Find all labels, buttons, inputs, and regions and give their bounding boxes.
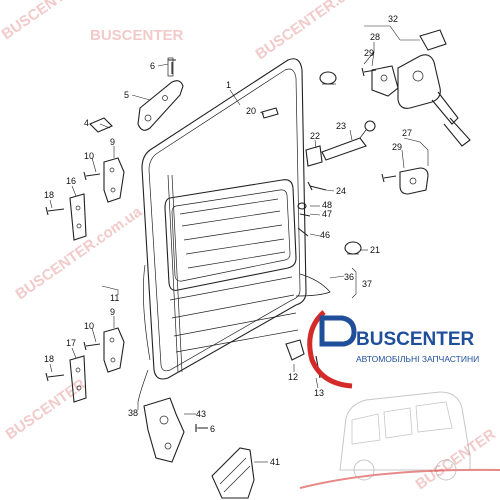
callout-38: 38 — [128, 408, 138, 418]
callout-29: 29 — [392, 142, 402, 152]
part-29-bolt — [361, 67, 377, 77]
watermark-text: BUSCENTER — [90, 27, 184, 44]
parts-46-47-48 — [297, 202, 311, 237]
part-22-23-roller-arm — [305, 120, 376, 167]
door-frame — [141, 58, 307, 380]
callout-18: 18 — [44, 190, 54, 200]
bolt-set — [45, 59, 208, 432]
callout-48: 48 — [322, 200, 332, 210]
callout-11: 11 — [110, 293, 119, 303]
callout-27: 27 — [402, 128, 412, 138]
brand-logo: BUSCENTER АВТОМОБІЛЬНІ ЗАПЧАСТИНИ — [307, 310, 479, 389]
callout-36: 36 — [344, 272, 354, 282]
callout-4: 4 — [84, 118, 89, 128]
part-16-bracket — [69, 193, 87, 241]
callout-47: 47 — [322, 209, 332, 219]
part-27-striker — [399, 167, 429, 195]
callout-labels: 1 4 5 6 6 9 9 10 10 11 12 13 16 17 18 18… — [44, 14, 412, 467]
part-21-buffer — [319, 71, 362, 255]
callout-29: 29 — [364, 48, 374, 58]
part-32-lock-assembly — [397, 29, 471, 147]
part-28-latch — [371, 65, 399, 97]
part-24-screw — [307, 181, 327, 191]
part-4-plate — [89, 117, 113, 133]
callout-24: 24 — [336, 186, 346, 196]
logo-swoosh-icon — [307, 310, 353, 389]
watermark-text: BUSCENTER — [413, 426, 499, 494]
callout-22: 22 — [310, 131, 320, 141]
part-41-cover — [211, 447, 255, 499]
callout-28: 28 — [370, 32, 380, 42]
part-9-hinge-upper — [103, 157, 125, 203]
leader-lines — [49, 25, 429, 463]
callout-18: 18 — [44, 354, 54, 364]
callout-1: 1 — [226, 80, 231, 90]
callout-10: 10 — [84, 151, 94, 161]
part-43-lower-hinge — [143, 397, 185, 463]
part-9-hinge-lower — [103, 327, 125, 373]
callout-43: 43 — [196, 409, 206, 419]
callout-6: 6 — [150, 61, 155, 71]
callout-6: 6 — [210, 424, 215, 434]
brand-tagline: АВТОМОБІЛЬНІ ЗАПЧАСТИНИ — [356, 354, 479, 364]
watermark-text: BUSCENTER — [3, 376, 89, 444]
callout-9: 9 — [110, 137, 115, 147]
callout-41: 41 — [270, 457, 280, 467]
part-29-bolt — [381, 173, 397, 183]
callout-5: 5 — [124, 90, 129, 100]
callout-10: 10 — [84, 321, 94, 331]
callout-21: 21 — [370, 245, 380, 255]
part-20-clip — [261, 107, 279, 119]
callout-23: 23 — [336, 121, 346, 131]
part-36-cable — [295, 273, 331, 297]
part-38-cable — [137, 369, 149, 403]
callout-13: 13 — [314, 388, 324, 398]
callout-32: 32 — [388, 14, 398, 24]
callout-37: 37 — [362, 279, 372, 289]
callout-9: 9 — [110, 307, 115, 317]
brand-name: BUSCENTER — [356, 329, 475, 350]
part-5-upper-hinge — [137, 57, 184, 131]
watermark-text: BUSCENTER.com.ua — [13, 203, 146, 303]
minibus-illustration — [299, 391, 500, 489]
logo-b-icon — [319, 315, 357, 347]
part-17-bracket — [69, 355, 87, 403]
callout-17: 17 — [66, 338, 76, 348]
callout-12: 12 — [288, 372, 298, 382]
callout-46: 46 — [320, 230, 330, 240]
callout-16: 16 — [66, 176, 76, 186]
callout-20: 20 — [246, 106, 256, 116]
